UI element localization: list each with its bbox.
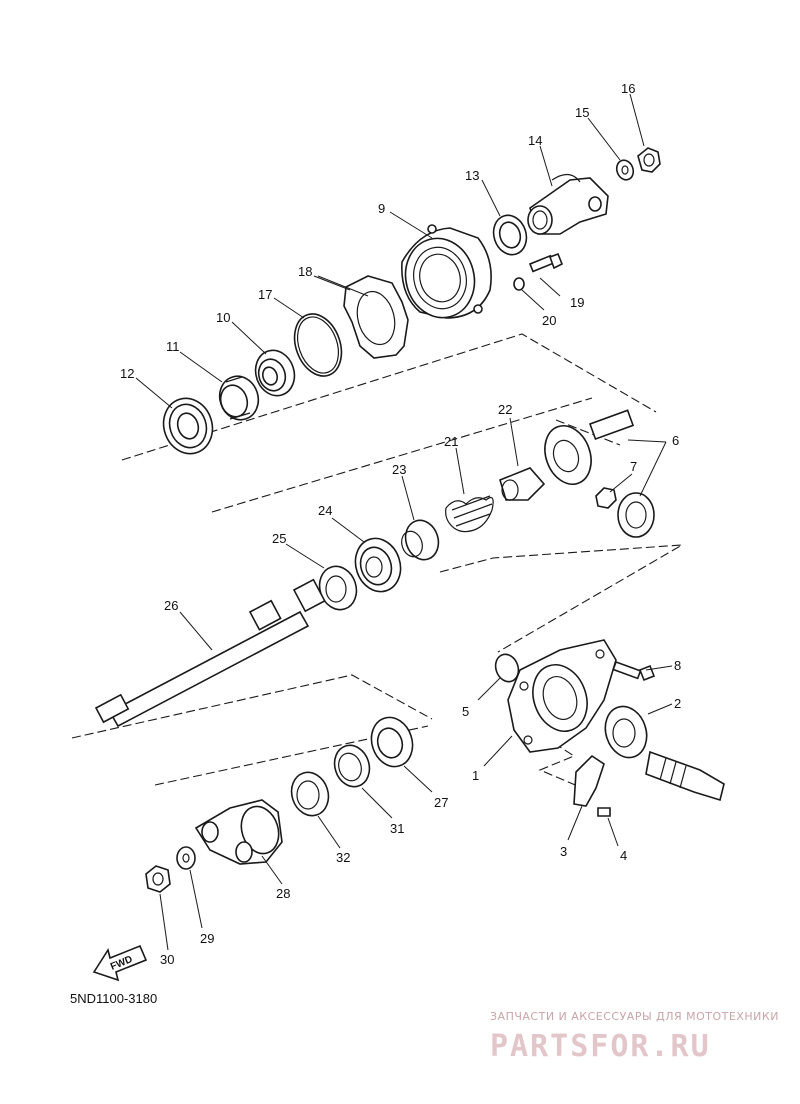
callout-29: 29 (200, 931, 214, 946)
callout-32: 32 (336, 850, 350, 865)
callout-2: 2 (674, 696, 681, 711)
part-27-bearing (370, 716, 414, 768)
assembly-dashed-lines (71, 333, 683, 788)
part-14-universal-joint-yoke (527, 173, 609, 235)
callout-27: 27 (434, 795, 448, 810)
part-24-bearing (354, 537, 402, 593)
leader-lines (135, 93, 673, 951)
callout-16: 16 (621, 81, 635, 96)
part-drive-pinion-shaft (645, 750, 725, 802)
fwd-arrow-icon: FWD (92, 944, 148, 982)
part-12-bearing (162, 397, 214, 455)
part-25-oil-seal (318, 565, 358, 611)
callout-19: 19 (570, 295, 584, 310)
part-5-o-ring (494, 653, 520, 683)
callout-4: 4 (620, 848, 627, 863)
callout-3: 3 (560, 844, 567, 859)
part-10-bearing (254, 349, 296, 397)
part-32-oil-seal (290, 771, 330, 817)
part-22-collar (499, 467, 546, 501)
part-18-shim (343, 275, 409, 359)
callout-20: 20 (542, 313, 556, 328)
callout-15: 15 (575, 105, 589, 120)
part-11-nut (218, 375, 260, 421)
part-2-bearing (604, 705, 648, 759)
callout-12: 12 (120, 366, 134, 381)
callout-24: 24 (318, 503, 332, 518)
callout-13: 13 (465, 168, 479, 183)
callout-9: 9 (378, 201, 385, 216)
callout-26: 26 (164, 598, 178, 613)
watermark-logo: PARTSFOR.RU (490, 1029, 711, 1064)
part-28-universal-joint-yoke (194, 799, 283, 865)
callout-25: 25 (272, 531, 286, 546)
part-20-washer (513, 277, 525, 291)
part-8-bolt (612, 660, 656, 682)
callout-31: 31 (390, 821, 404, 836)
part-13-oil-seal (492, 214, 528, 256)
callout-8: 8 (674, 658, 681, 673)
part-1-middle-gear-housing (507, 639, 617, 753)
callout-22: 22 (498, 402, 512, 417)
part-17-o-ring (293, 313, 343, 377)
callout-10: 10 (216, 310, 230, 325)
part-21-spring (445, 495, 494, 533)
callout-30: 30 (160, 952, 174, 967)
callout-17: 17 (258, 287, 272, 302)
part-9-bearing-housing (401, 224, 492, 319)
callout-18: 18 (298, 264, 312, 279)
callout-6: 6 (672, 433, 679, 448)
part-29-washer (176, 846, 196, 870)
part-30-nut (145, 865, 171, 893)
part-23-collar (401, 519, 440, 561)
diagram-code: 5ND1100-3180 (70, 991, 157, 1006)
callout-1: 1 (472, 768, 479, 783)
callout-23: 23 (392, 462, 406, 477)
part-3-plate (573, 754, 605, 807)
callout-5: 5 (462, 704, 469, 719)
watermark: ЗАПЧАСТИ И АКСЕССУАРЫ ДЛЯ МОТОТЕХНИКИ PA… (490, 1010, 779, 1064)
callout-labels: 12 11 10 17 18 9 13 14 15 16 19 20 6 7 2… (120, 81, 681, 967)
part-16-nut (637, 147, 661, 173)
callout-7: 7 (630, 459, 637, 474)
callout-21: 21 (444, 434, 458, 449)
part-7-nut (595, 487, 617, 509)
part-6-ring-and-pinion-gear (544, 409, 655, 538)
part-31-nut (333, 744, 371, 788)
part-15-washer (615, 159, 635, 181)
part-4-screw (597, 807, 611, 817)
callout-28: 28 (276, 886, 290, 901)
callout-11: 11 (166, 339, 180, 354)
part-26-middle-drive-shaft (94, 578, 326, 728)
callout-14: 14 (528, 133, 542, 148)
part-19-bolt (528, 252, 564, 273)
watermark-subtitle: ЗАПЧАСТИ И АКСЕССУАРЫ ДЛЯ МОТОТЕХНИКИ (490, 1010, 779, 1023)
